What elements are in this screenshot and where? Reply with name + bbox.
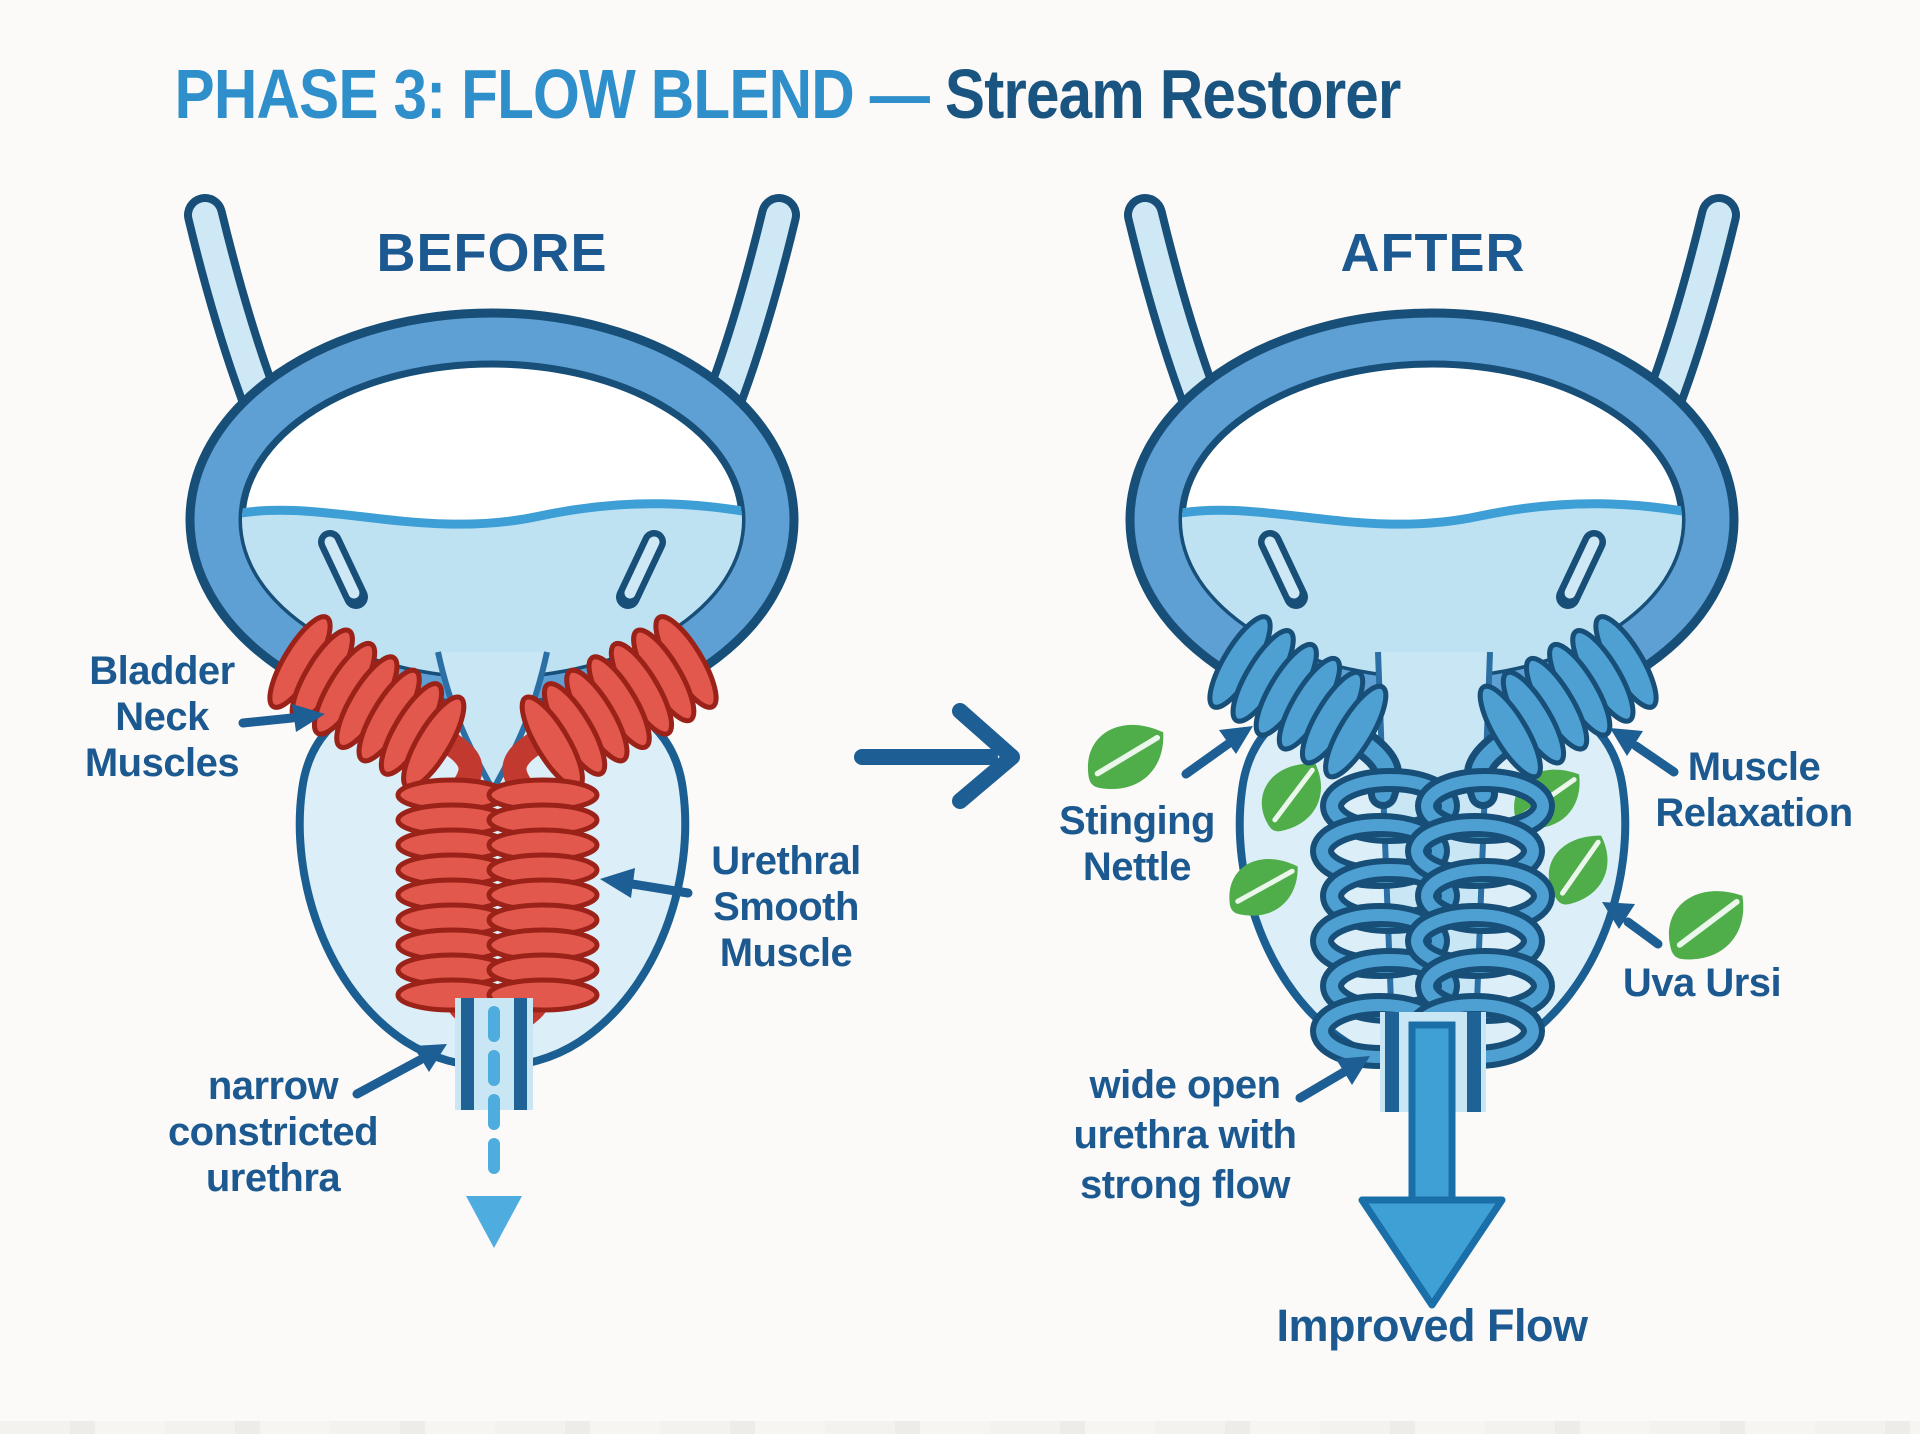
label-line: wide open — [1089, 1063, 1281, 1107]
ureter-tip — [324, 536, 360, 599]
after-diagram — [1124, 194, 1740, 1309]
urethral-smooth-muscle-coil-left — [395, 777, 509, 1013]
pointer-arrow — [238, 713, 297, 728]
pointer-arrowhead — [413, 1044, 447, 1072]
before-diagram — [184, 194, 800, 1248]
page-title: PHASE 3: FLOW BLEND — Stream Restorer — [162, 54, 1413, 134]
label-improved-flow: Improved Flow — [1276, 1300, 1588, 1351]
ureter-tip — [624, 536, 660, 599]
label-line: Muscle — [719, 931, 853, 975]
leaf-icon — [1082, 715, 1166, 801]
label-line: Neck — [115, 695, 209, 739]
leaf-icon — [1665, 885, 1745, 967]
pointer-arrow — [1631, 741, 1679, 777]
label-line: Muscle — [1687, 745, 1821, 789]
pointer-arrow — [1295, 1067, 1349, 1103]
title-accent: PHASE 3: FLOW BLEND — — [174, 55, 945, 133]
funnel-edge — [490, 651, 550, 792]
label-line: Uva Ursi — [1622, 961, 1782, 1005]
label-line: urethra with — [1073, 1113, 1297, 1157]
label-uva-ursi: Uva Ursi — [1552, 960, 1852, 1006]
down-arrow-icon — [1358, 1021, 1506, 1309]
label-line: constricted — [167, 1110, 379, 1154]
pointer-arrow — [627, 879, 693, 898]
pointer-arrowhead — [600, 868, 635, 898]
right-arrow-icon — [854, 703, 1020, 809]
weak-flow-arrowhead — [466, 1196, 522, 1248]
relaxed-neck-coil-left — [1207, 614, 1389, 780]
ureter-tip — [1264, 536, 1300, 599]
bottom-edge-artifact — [0, 1421, 1920, 1434]
label-line: urethra — [205, 1156, 341, 1200]
label-urethral-smooth-muscle: Urethral Smooth Muscle — [656, 838, 916, 976]
ureter-tip — [1564, 536, 1600, 599]
label-muscle-relaxation: Muscle Relaxation — [1604, 744, 1904, 836]
label-line: Bladder — [89, 649, 235, 693]
urethral-smooth-muscle-coil-right — [486, 777, 600, 1013]
bladder-neck-funnel — [438, 652, 547, 790]
label-wide-open-urethra: wide open urethra with strong flow — [1025, 1060, 1345, 1210]
after-heading: AFTER — [1340, 223, 1526, 283]
label-stinging-nettle: Stinging Nettle — [997, 798, 1277, 890]
relaxed-neck-coil-right — [1477, 614, 1659, 780]
bladder-neck-muscle-coil-right — [519, 614, 719, 791]
label-narrow-constricted-urethra: narrow constricted urethra — [113, 1063, 433, 1201]
label-bladder-neck-muscles: Bladder Neck Muscles — [32, 648, 292, 786]
pointer-arrow — [1181, 739, 1233, 779]
pointer-arrowhead — [1602, 902, 1635, 929]
pointer-arrow — [1623, 917, 1663, 949]
label-line: narrow — [207, 1064, 339, 1108]
label-line: Urethral — [711, 839, 861, 883]
pointer-arrow — [352, 1055, 425, 1099]
label-line: Relaxation — [1655, 791, 1853, 835]
pointer-arrowhead — [1219, 726, 1253, 754]
funnel-edge — [435, 651, 496, 792]
pointer-arrowhead — [1610, 728, 1643, 756]
label-line: strong flow — [1079, 1163, 1291, 1207]
label-line: Smooth — [713, 885, 859, 929]
before-heading: BEFORE — [376, 223, 608, 283]
bladder-neck-muscle-coil-left — [267, 614, 467, 791]
title-emphasis: Stream Restorer — [944, 55, 1401, 133]
pointer-arrows — [238, 704, 1679, 1103]
label-line: Muscles — [84, 741, 240, 785]
pointer-arrowhead — [292, 704, 325, 732]
label-line: Stinging — [1059, 799, 1215, 843]
pointer-arrowhead — [1336, 1056, 1370, 1085]
label-line: Nettle — [1082, 845, 1192, 889]
